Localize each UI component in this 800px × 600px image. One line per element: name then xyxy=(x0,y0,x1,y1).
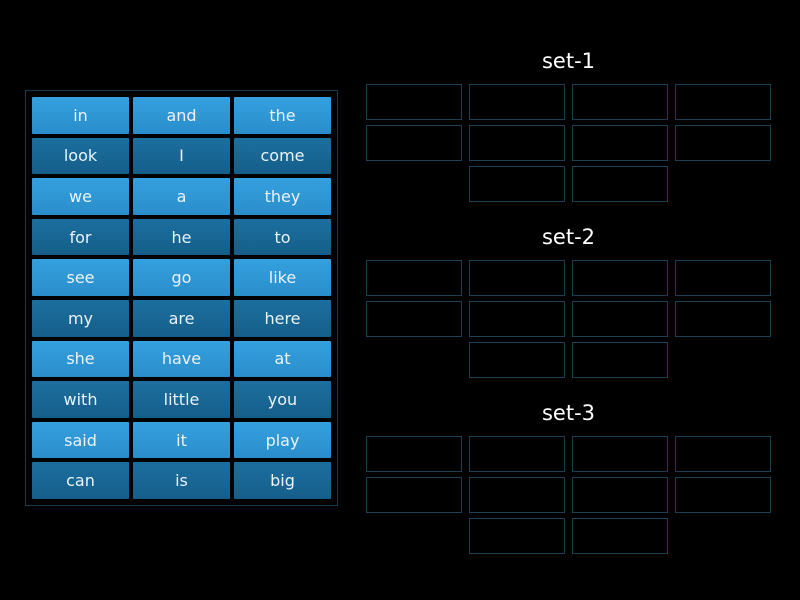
drop-slot[interactable] xyxy=(469,125,565,161)
drop-slot[interactable] xyxy=(572,125,668,161)
groups-panel: set-1 set-2 xyxy=(366,46,771,574)
slot-row xyxy=(366,436,771,472)
word-tile[interactable]: have xyxy=(133,340,230,378)
slot-row xyxy=(366,125,771,161)
slot-row xyxy=(366,477,771,513)
drop-slot[interactable] xyxy=(366,301,462,337)
drop-slot[interactable] xyxy=(366,125,462,161)
word-bank: in and the look I come we a they for he … xyxy=(25,90,338,506)
slot-row xyxy=(366,260,771,296)
slot-row xyxy=(366,84,771,120)
word-tile[interactable]: he xyxy=(133,218,230,256)
drop-slot[interactable] xyxy=(572,436,668,472)
word-tile[interactable]: for xyxy=(32,218,129,256)
drop-slot[interactable] xyxy=(572,166,668,202)
slot-row xyxy=(366,342,771,378)
word-tile[interactable]: said xyxy=(32,421,129,459)
group-title: set-2 xyxy=(541,225,596,249)
word-tile[interactable]: they xyxy=(234,178,331,215)
drop-slot[interactable] xyxy=(366,436,462,472)
drop-slot[interactable] xyxy=(469,301,565,337)
word-tile[interactable]: can xyxy=(32,462,129,499)
word-tile[interactable]: play xyxy=(234,421,331,459)
word-tile[interactable]: in xyxy=(32,97,129,134)
drop-slot[interactable] xyxy=(675,477,771,513)
word-tile[interactable]: go xyxy=(133,259,230,296)
drop-slot[interactable] xyxy=(572,260,668,296)
group-set-2: set-2 xyxy=(366,222,771,378)
word-tile[interactable]: come xyxy=(234,137,331,175)
group-title: set-3 xyxy=(541,401,596,425)
drop-slot[interactable] xyxy=(469,477,565,513)
drop-slot[interactable] xyxy=(675,436,771,472)
drop-slot[interactable] xyxy=(469,166,565,202)
word-tile[interactable]: look xyxy=(32,137,129,175)
group-set-1: set-1 xyxy=(366,46,771,202)
drop-slot[interactable] xyxy=(366,84,462,120)
word-tile[interactable]: little xyxy=(133,381,230,418)
drop-slot[interactable] xyxy=(366,477,462,513)
drop-slot[interactable] xyxy=(469,518,565,554)
slot-row xyxy=(366,518,771,554)
drop-slot[interactable] xyxy=(675,125,771,161)
drop-slot[interactable] xyxy=(572,301,668,337)
drop-slot[interactable] xyxy=(469,436,565,472)
drop-slot[interactable] xyxy=(675,301,771,337)
drop-slot[interactable] xyxy=(469,84,565,120)
word-tile[interactable]: with xyxy=(32,381,129,418)
word-tile[interactable]: she xyxy=(32,340,129,378)
word-tile[interactable]: is xyxy=(133,462,230,499)
word-tile[interactable]: here xyxy=(234,299,331,337)
word-tile[interactable]: to xyxy=(234,218,331,256)
slot-row xyxy=(366,301,771,337)
word-tile[interactable]: it xyxy=(133,421,230,459)
drop-slot[interactable] xyxy=(572,518,668,554)
word-tile[interactable]: you xyxy=(234,381,331,418)
word-tile[interactable]: are xyxy=(133,299,230,337)
drop-slot[interactable] xyxy=(572,342,668,378)
word-tile[interactable]: see xyxy=(32,259,129,296)
slot-row xyxy=(366,166,771,202)
word-tile[interactable]: my xyxy=(32,299,129,337)
drop-slot[interactable] xyxy=(675,84,771,120)
word-tile[interactable]: big xyxy=(234,462,331,499)
word-tile[interactable]: at xyxy=(234,340,331,378)
group-title: set-1 xyxy=(541,49,596,73)
drop-slot[interactable] xyxy=(366,260,462,296)
word-tile[interactable]: we xyxy=(32,178,129,215)
drop-slot[interactable] xyxy=(469,342,565,378)
word-tile[interactable]: a xyxy=(133,178,230,215)
drop-slot[interactable] xyxy=(469,260,565,296)
drop-slot[interactable] xyxy=(572,84,668,120)
word-tile[interactable]: I xyxy=(133,137,230,175)
group-set-3: set-3 xyxy=(366,398,771,554)
drop-slot[interactable] xyxy=(572,477,668,513)
word-tile[interactable]: like xyxy=(234,259,331,296)
drop-slot[interactable] xyxy=(675,260,771,296)
word-tile[interactable]: and xyxy=(133,97,230,134)
word-tile[interactable]: the xyxy=(234,97,331,134)
